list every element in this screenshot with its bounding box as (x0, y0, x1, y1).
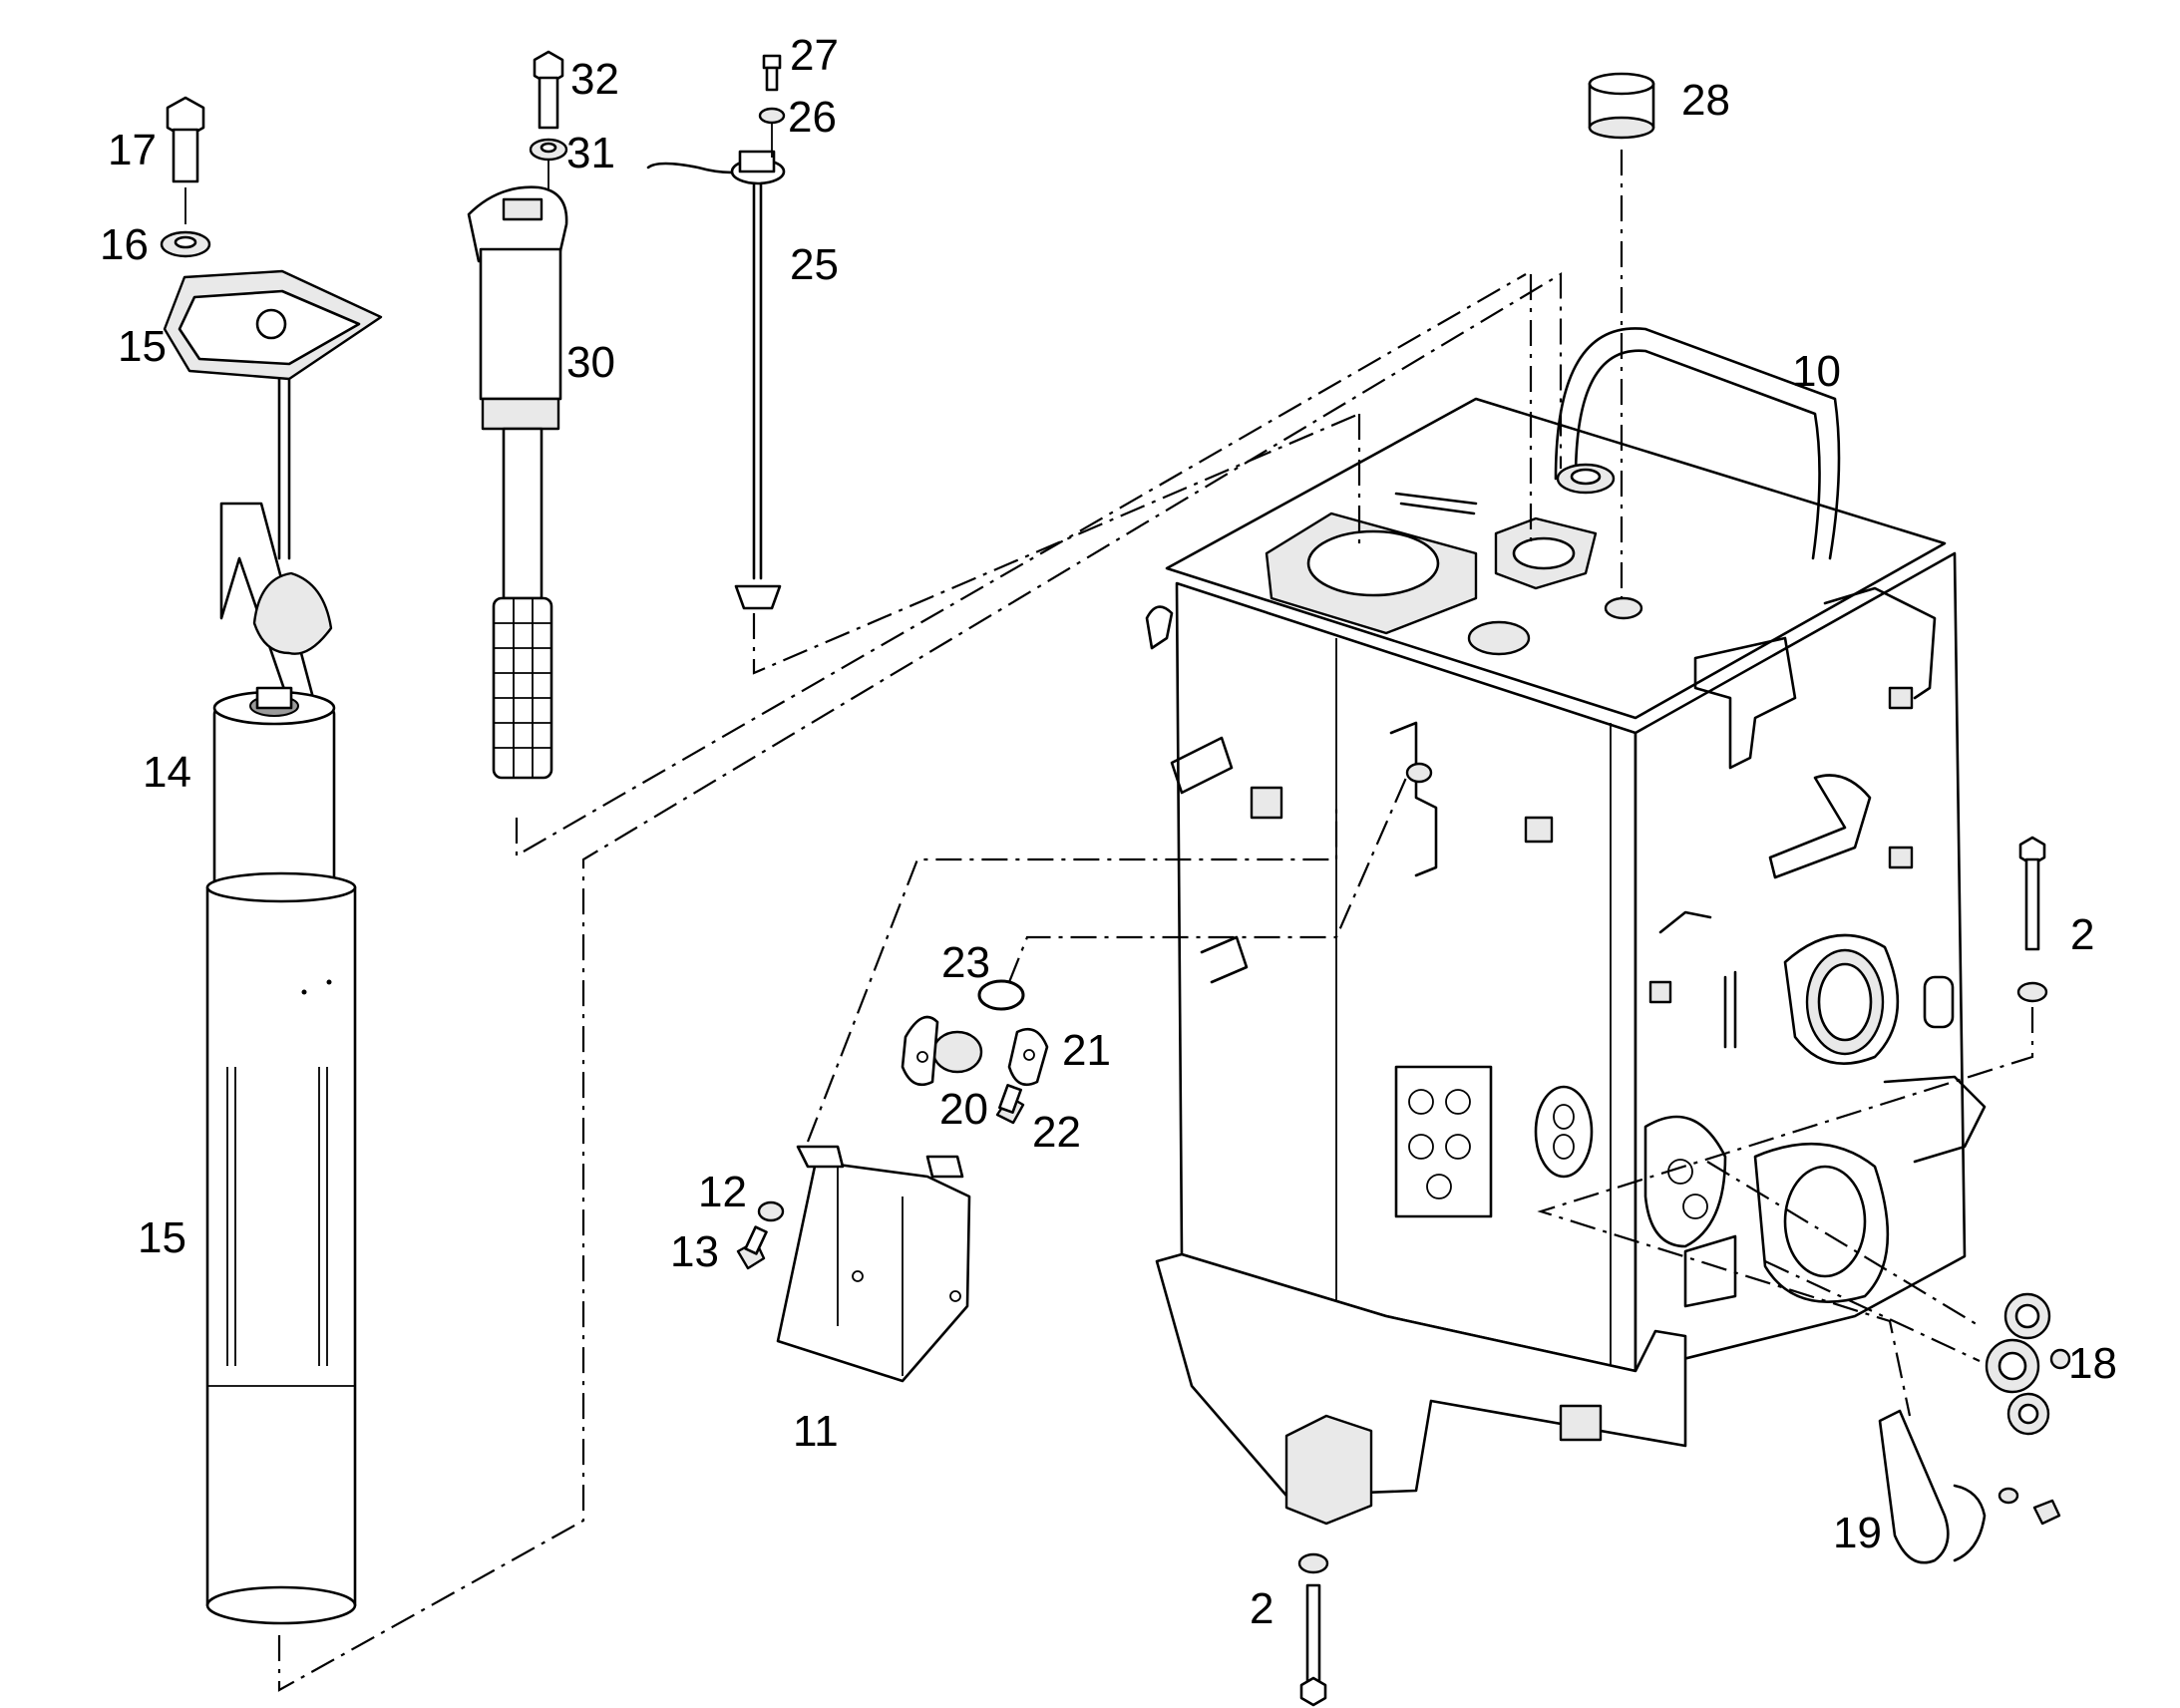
callout-12: 12 (698, 1168, 747, 1216)
part-10-hydraulic-tank (1145, 327, 1987, 1526)
part-2-bolt-upper (2016, 836, 2048, 1003)
part-11-bracket (776, 1145, 971, 1383)
construction-lines (277, 150, 2034, 1692)
part-19-clamp (1878, 1409, 2061, 1564)
callout-2-upper: 2 (2070, 910, 2094, 959)
callout-labels: 2 2 10 11 12 13 14 15 15 16 17 18 19 20 … (100, 31, 2117, 1633)
callout-30: 30 (566, 338, 615, 387)
part-28-cap (1588, 72, 1655, 140)
callout-18: 18 (2068, 1339, 2117, 1388)
callout-23: 23 (941, 938, 990, 987)
part-20-flange-cover (931, 1030, 983, 1074)
callout-15-cover: 15 (118, 322, 167, 371)
part-12-washer (757, 1200, 785, 1222)
part-2-bolt-lower (1297, 1552, 1329, 1707)
callout-22: 22 (1032, 1108, 1081, 1157)
callout-2-lower: 2 (1250, 1584, 1273, 1633)
part-16-washer (160, 230, 211, 258)
part-32-bolt (533, 50, 564, 130)
part-26-washer (758, 107, 786, 125)
callout-17: 17 (108, 126, 157, 174)
callout-19: 19 (1833, 1509, 1882, 1557)
callout-27: 27 (790, 31, 839, 80)
part-22-screw (995, 1084, 1025, 1125)
part-13-screw (736, 1225, 768, 1270)
callout-26: 26 (788, 93, 837, 142)
callout-15-housing: 15 (138, 1213, 186, 1262)
callout-28: 28 (1681, 76, 1730, 125)
callout-14: 14 (143, 748, 191, 797)
callout-11: 11 (793, 1407, 839, 1456)
callout-32: 32 (570, 55, 619, 104)
part-31-washer (529, 138, 568, 162)
part-15-filter-cover (163, 187, 383, 560)
part-17-bolt (166, 96, 205, 183)
callout-16: 16 (100, 220, 149, 269)
part-21-split-flange (901, 1015, 1049, 1087)
callout-20: 20 (939, 1085, 988, 1134)
callout-31: 31 (566, 129, 615, 177)
callout-13: 13 (670, 1227, 719, 1276)
part-30-breather-strainer (467, 160, 568, 780)
callout-10: 10 (1792, 347, 1841, 396)
callout-25: 25 (790, 240, 839, 289)
part-15-filter-housing (205, 871, 357, 1625)
callout-21: 21 (1062, 1026, 1111, 1075)
part-18-plugs (1985, 1292, 2071, 1436)
part-23-o-ring (977, 979, 1025, 1011)
part-27-screw (762, 54, 782, 92)
part-25-level-sensor (646, 124, 786, 610)
part-14-filter-element (212, 502, 336, 889)
